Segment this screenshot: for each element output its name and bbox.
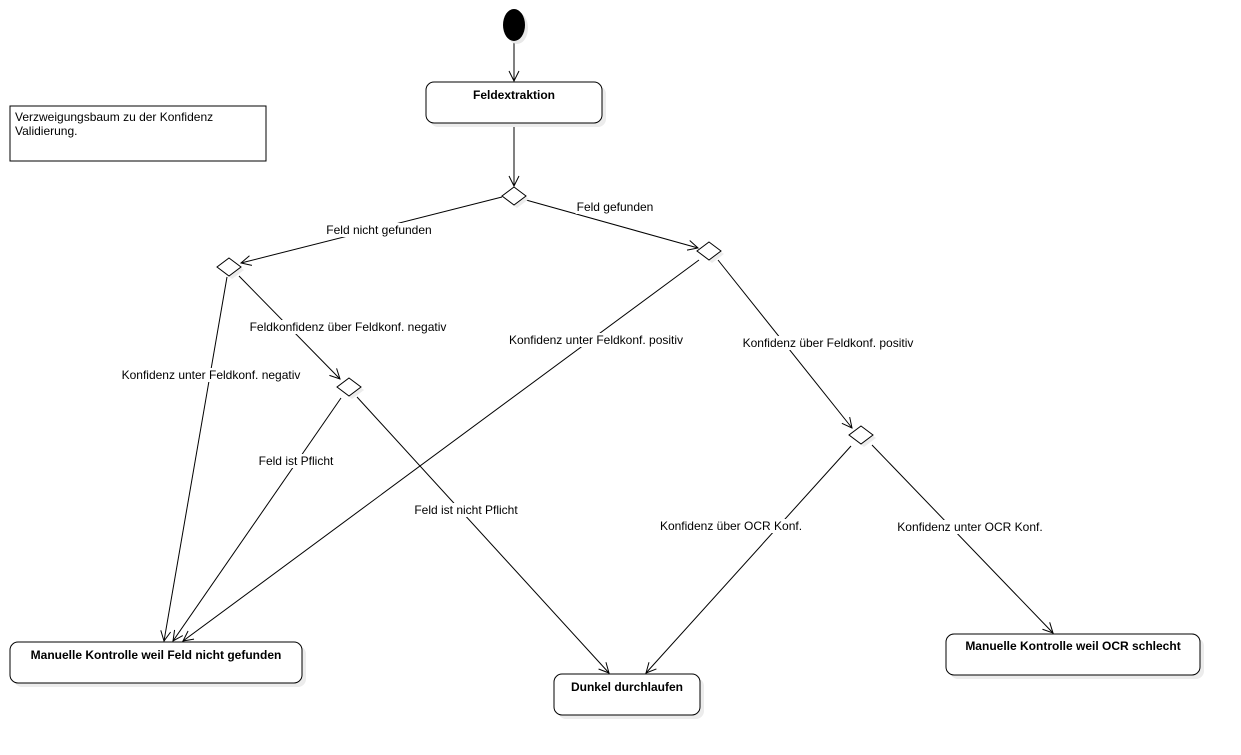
guard-label-background [896,520,1044,534]
guard-label-ueber-ocr: Konfidenz über OCR Konf. [660,519,802,533]
action-manuell-ocr[interactable] [945,633,1201,676]
guard-label-konf-unter-positiv: Konfidenz unter Feldkonf. positiv [509,333,683,347]
action-dunkel-label: Dunkel durchlaufen [571,680,683,694]
guard-label-background [658,519,804,533]
decision-node-d4[interactable] [336,377,362,397]
guard-label-background [257,454,336,468]
guard-label-nicht-pflicht: Feld ist nicht Pflicht [414,503,518,517]
transition-arrow[interactable] [646,445,852,673]
guard-label-unter-ocr: Konfidenz unter OCR Konf. [897,520,1042,534]
start-node [503,9,525,41]
action-manuell-feld[interactable] [9,641,303,684]
action-manuell-feld-label: Manuelle Kontrolle weil Feld nicht gefun… [31,648,282,662]
guard-label-background [741,336,915,350]
note-line-1: Verzweigungsbaum zu der Konfidenz [15,110,213,124]
action-feldextraktion-label: Feldextraktion [473,88,555,102]
guard-label-feld-gefunden: Feld gefunden [577,200,654,214]
action-manuell-ocr-label: Manuelle Kontrolle weil OCR schlecht [965,639,1180,653]
action-dunkel[interactable] [553,673,701,716]
guard-label-konf-unter-negativ: Konfidenz unter Feldkonf. negativ [122,368,301,382]
transition-arrow[interactable] [356,396,609,673]
guard-label-background [120,368,302,382]
transition-arrow[interactable] [183,259,700,641]
transition-arrow[interactable] [871,444,1053,633]
transition-arrow[interactable] [525,199,698,248]
guard-label-feld-nicht-gefunden: Feld nicht gefunden [326,223,431,237]
guard-label-background [248,320,448,334]
decision-node-d3[interactable] [696,241,722,261]
transition-arrow[interactable] [164,276,228,641]
action-feldextraktion[interactable] [425,81,603,124]
guard-label-background [507,333,685,347]
guard-label-pflicht: Feld ist Pflicht [259,454,334,468]
note-box [9,105,267,162]
transition-arrow[interactable] [173,397,342,641]
guard-label-background [575,200,655,214]
decision-node-d1[interactable] [501,186,527,206]
guard-label-background [325,223,433,237]
decision-node-d5[interactable] [848,425,874,445]
guard-label-feldkonf-ueber-negativ: Feldkonfidenz über Feldkonf. negativ [250,320,447,334]
guard-label-konf-ueber-positiv: Konfidenz über Feldkonf. positiv [743,336,914,350]
guard-label-background [413,503,520,517]
decision-node-d2[interactable] [216,257,242,277]
note-line-2: Validierung. [15,124,77,138]
